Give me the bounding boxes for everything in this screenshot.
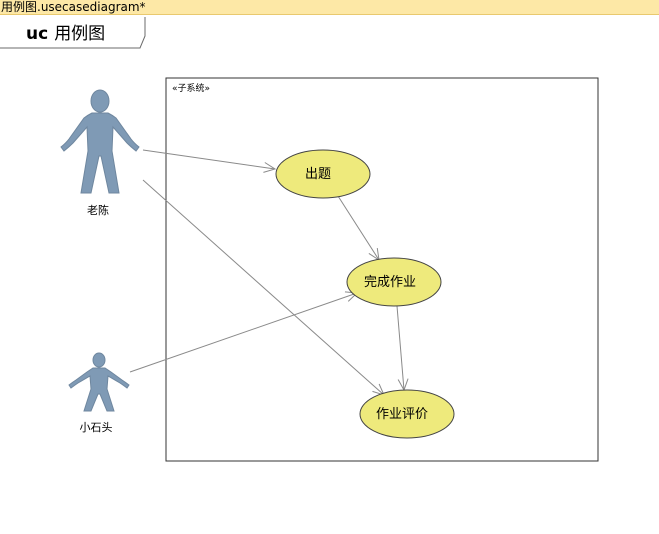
usecase-label: 完成作业: [364, 275, 416, 290]
usecase-label: 出题: [305, 167, 331, 182]
assoc-wancheng-pingjia[interactable]: [396, 305, 409, 392]
editor-tab-title[interactable]: 用例图.usecasediagram*: [0, 0, 659, 15]
actor-label: 老陈: [87, 203, 109, 217]
usecase-wancheng[interactable]: 完成作业: [346, 257, 442, 307]
assoc-laochen-pingjia[interactable]: [142, 179, 385, 396]
associations: [129, 149, 409, 396]
actor-xiaoshitou[interactable]: 小石头: [68, 352, 130, 434]
actor-laochen[interactable]: 老陈: [60, 89, 140, 217]
assoc-xiaoshitou-wancheng[interactable]: [129, 291, 359, 373]
usecase-label: 作业评价: [376, 407, 428, 422]
actor-label: 小石头: [80, 421, 113, 434]
usecase-pingjia[interactable]: 作业评价: [359, 389, 455, 439]
assoc-chuti-wancheng[interactable]: [337, 195, 380, 262]
assoc-laochen-chuti[interactable]: [142, 149, 277, 173]
usecase-chuti[interactable]: 出题: [275, 149, 371, 199]
subsystem-stereotype: «子系统»: [172, 82, 210, 94]
stick-figure-icon: [68, 352, 130, 412]
stick-figure-icon: [60, 89, 140, 194]
